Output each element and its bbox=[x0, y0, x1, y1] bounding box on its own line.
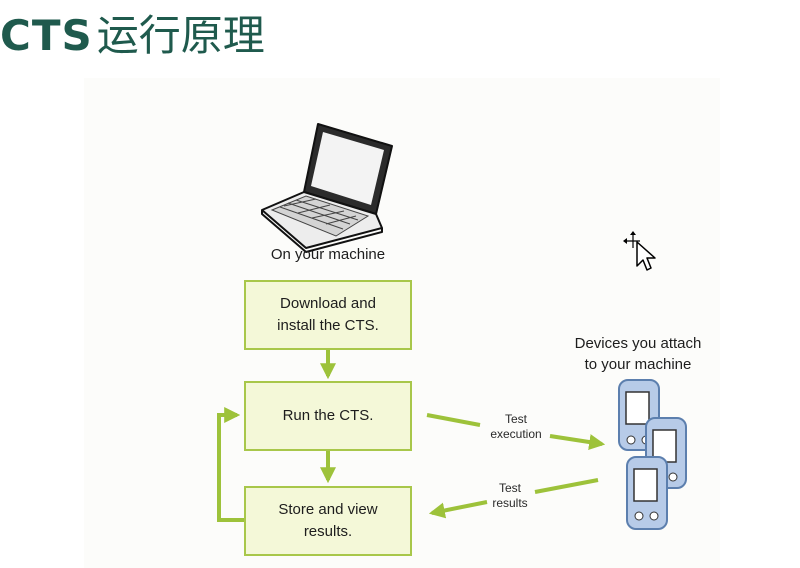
arrow-execution-head bbox=[549, 434, 606, 450]
results-label: Test results bbox=[492, 481, 528, 510]
step-store: Store and view results. bbox=[244, 486, 412, 556]
devices-label: Devices you attach to your machine bbox=[574, 335, 702, 373]
step-run: Run the CTS. bbox=[244, 381, 412, 451]
arrow-execution-tail bbox=[426, 413, 481, 427]
slide-title: CTS 运行原理 bbox=[0, 2, 265, 60]
laptop-icon bbox=[261, 123, 393, 253]
phone-icon bbox=[626, 456, 668, 530]
arrow-results-head bbox=[428, 500, 488, 519]
host-label: On your machine bbox=[270, 246, 386, 263]
execution-label: Test execution bbox=[490, 412, 542, 441]
arrow-loop-back bbox=[217, 407, 244, 522]
title-cjk: 运行原理 bbox=[96, 11, 265, 60]
step-download: Download and install the CTS. bbox=[244, 280, 412, 350]
title-latin: CTS bbox=[0, 11, 93, 60]
arrow-results-tail bbox=[534, 478, 599, 494]
cursor-icon bbox=[623, 231, 656, 271]
